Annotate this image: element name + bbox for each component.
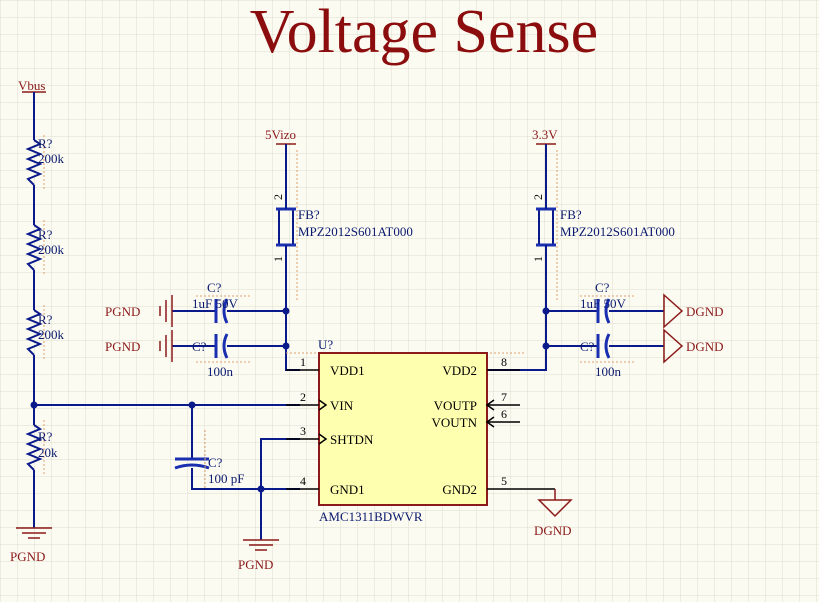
vbus-power-port[interactable]: Vbus [18, 78, 46, 130]
svg-text:2: 2 [271, 194, 285, 200]
svg-text:R?: R? [38, 429, 53, 444]
svg-text:VOUTP: VOUTP [434, 398, 477, 413]
ferrite-right[interactable]: 2 1 FB? MPZ2012S601AT000 [531, 150, 675, 311]
junction-vdd1-cap [282, 342, 290, 350]
svg-text:VDD2: VDD2 [442, 363, 477, 378]
resistor-r4[interactable]: R? 20k [25, 420, 58, 475]
svg-text:100 pF: 100 pF [208, 471, 244, 486]
svg-text:1: 1 [300, 355, 306, 369]
svg-text:DGND: DGND [686, 339, 724, 354]
svg-text:PGND: PGND [105, 304, 140, 319]
resistor-r1[interactable]: R? 200k [25, 135, 65, 190]
capacitor-left-bottom[interactable]: C? 100n [172, 333, 286, 379]
svg-text:PGND: PGND [10, 549, 45, 564]
svg-text:PGND: PGND [105, 339, 140, 354]
capacitor-left-top[interactable]: C? 1uF 50V [172, 280, 286, 324]
dgnd-port-ic[interactable]: DGND [534, 489, 573, 538]
svg-text:DGND: DGND [686, 304, 724, 319]
junction-vin [30, 401, 38, 409]
svg-text:2: 2 [531, 194, 545, 200]
pgnd-port-bottom[interactable]: PGND [238, 539, 279, 572]
pgnd-port-cap-top[interactable]: PGND [105, 295, 173, 327]
svg-text:3: 3 [300, 424, 306, 438]
svg-text:20k: 20k [38, 445, 58, 460]
sheet-title: Voltage Sense [250, 0, 598, 66]
svg-text:200k: 200k [38, 327, 65, 342]
svg-text:7: 7 [501, 390, 507, 404]
svg-text:R?: R? [38, 227, 53, 242]
svg-text:PGND: PGND [238, 557, 273, 572]
svg-text:100n: 100n [207, 364, 234, 379]
svg-text:200k: 200k [38, 242, 65, 257]
svg-text:FB?: FB? [298, 207, 320, 222]
svg-text:MPZ2012S601AT000: MPZ2012S601AT000 [560, 224, 675, 239]
svg-text:5: 5 [501, 474, 507, 488]
resistor-r2[interactable]: R? 200k [25, 220, 65, 275]
svg-text:FB?: FB? [560, 207, 582, 222]
vizo-power-port[interactable]: 5Vizo [265, 127, 296, 195]
svg-text:VIN: VIN [330, 398, 354, 413]
svg-text:C?: C? [580, 339, 595, 354]
svg-text:6: 6 [501, 407, 507, 421]
svg-text:GND2: GND2 [442, 482, 477, 497]
pgnd-port-left[interactable]: PGND [10, 527, 52, 564]
dgnd-port-cap-top[interactable]: DGND [663, 293, 724, 329]
capacitor-right-top[interactable]: C? 1uF 50V [546, 280, 664, 324]
svg-text:VOUTN: VOUTN [432, 415, 478, 430]
svg-text:8: 8 [501, 355, 507, 369]
svg-text:GND1: GND1 [330, 482, 365, 497]
svg-text:R?: R? [38, 136, 53, 151]
svg-text:200k: 200k [38, 151, 65, 166]
svg-text:4: 4 [300, 474, 306, 488]
svg-text:C?: C? [595, 280, 610, 295]
svg-text:100n: 100n [595, 364, 622, 379]
svg-text:5Vizo: 5Vizo [265, 127, 296, 142]
svg-text:C?: C? [192, 339, 207, 354]
pgnd-port-cap-bottom[interactable]: PGND [105, 330, 173, 362]
svg-text:DGND: DGND [534, 523, 572, 538]
svg-text:U?: U? [318, 337, 333, 352]
svg-text:AMC1311BDWVR: AMC1311BDWVR [319, 509, 423, 524]
svg-text:VDD1: VDD1 [330, 363, 365, 378]
svg-text:R?: R? [38, 312, 53, 327]
svg-text:2: 2 [300, 390, 306, 404]
svg-text:C?: C? [207, 280, 222, 295]
svg-text:C?: C? [208, 455, 223, 470]
svg-text:3.3V: 3.3V [532, 127, 558, 142]
v33-power-port[interactable]: 3.3V [532, 127, 558, 195]
svg-text:1: 1 [531, 256, 545, 262]
svg-text:1: 1 [271, 256, 285, 262]
svg-text:Vbus: Vbus [18, 78, 45, 93]
svg-text:1uF 50V: 1uF 50V [580, 296, 626, 311]
ferrite-left[interactable]: 2 1 FB? MPZ2012S601AT000 [271, 150, 413, 311]
dgnd-port-cap-bottom[interactable]: DGND [663, 328, 724, 364]
svg-text:MPZ2012S601AT000: MPZ2012S601AT000 [298, 224, 413, 239]
ic-amc1311[interactable]: U? AMC1311BDWVR 1 2 3 4 VDD1 VIN SHTDN G… [286, 337, 555, 524]
svg-text:SHTDN: SHTDN [330, 432, 374, 447]
capacitor-filter[interactable]: C? 100 pF [174, 405, 300, 490]
svg-text:1uF 50V: 1uF 50V [192, 296, 238, 311]
capacitor-right-bottom[interactable]: C? 100n [546, 333, 664, 379]
resistor-r3[interactable]: R? 200k [25, 305, 65, 360]
